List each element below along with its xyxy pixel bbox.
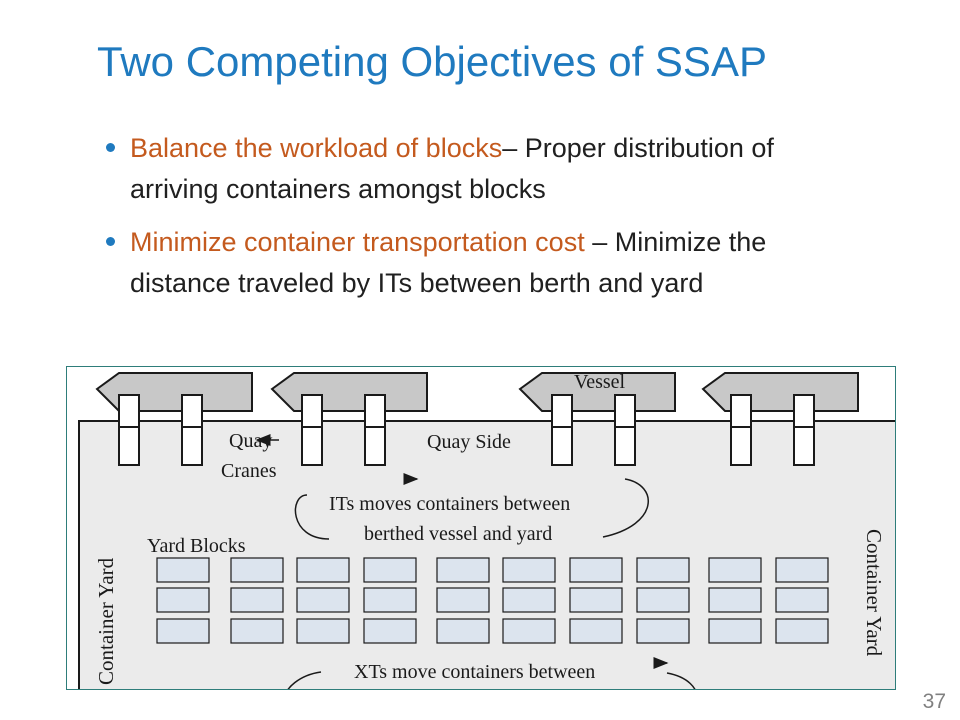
bullet-text: – Proper distribution of arriving contai… [130,133,774,204]
quay-crane [551,394,573,466]
yard-block [636,557,690,583]
yard-block [502,587,556,613]
container-yard-label-right: Container Yard [862,529,886,657]
vessels-group [95,372,859,466]
yard-block [363,587,417,613]
yard-block [775,587,829,613]
quay-label: Quay [229,430,272,452]
yard-block [636,587,690,613]
yard-block [569,557,623,583]
bullet-emphasis: Balance the workload of blocks [130,133,503,163]
container-yard-label-left: Container Yard [94,557,118,685]
yard-block [296,587,350,613]
yard-block [230,557,284,583]
terminal-layout-figure: Vessel Quay Cranes Quay Side ITs moves c… [66,366,896,690]
bullet-balance-workload: Balance the workload of blocks– Proper d… [100,128,860,210]
yard-block [436,618,490,644]
vessel-label: Vessel [574,371,626,393]
quay-crane [614,394,636,466]
yard-block [363,618,417,644]
yard-block [502,557,556,583]
yard-block [775,557,829,583]
quay-crane [118,394,140,466]
vessel-hull [270,372,428,412]
yard-block [436,587,490,613]
vessel-hull [701,372,859,412]
quay-crane [301,394,323,466]
yard-block [156,557,210,583]
xts-arrow-left [287,671,322,689]
yard-block [156,618,210,644]
yard-block [636,618,690,644]
page-number: 37 [922,690,946,713]
yard-block [708,587,762,613]
yard-block [708,618,762,644]
yard-block [775,618,829,644]
yard-block [230,618,284,644]
quay-crane [181,394,203,466]
its-label-line1: ITs moves containers between [329,493,570,515]
yard-block [708,557,762,583]
quay-side-label: Quay Side [427,431,511,453]
xts-arrow-right [666,672,696,689]
container-yard-area [78,420,895,689]
yard-block [363,557,417,583]
bullet-list: Balance the workload of blocks– Proper d… [100,128,860,316]
terminal-diagram: Vessel Quay Cranes Quay Side ITs moves c… [78,371,895,689]
xts-label: XTs move containers between [354,661,595,683]
bullet-minimize-cost: Minimize container transportation cost –… [100,222,860,304]
bullet-emphasis: Minimize container transportation cost [130,227,585,257]
slide-title: Two Competing Objectives of SSAP [97,38,767,85]
yard-block [296,557,350,583]
yard-block [569,618,623,644]
its-label-line2: berthed vessel and yard [364,523,552,545]
quay-crane [793,394,815,466]
yard-block [230,587,284,613]
bullet-dot-icon [106,143,115,152]
quay-crane [364,394,386,466]
quay-crane [730,394,752,466]
yard-block [502,618,556,644]
yard-block [156,587,210,613]
bullet-text: – Minimize the distance traveled by ITs … [130,227,767,298]
yard-blocks-label: Yard Blocks [147,535,246,557]
yard-blocks-group [156,557,829,644]
yard-block [569,587,623,613]
its-cycle-arrow-left [294,494,330,540]
yard-block [436,557,490,583]
its-cycle-arrow-right [602,478,649,538]
bullet-dot-icon [106,237,115,246]
yard-block [296,618,350,644]
cranes-label: Cranes [221,460,277,482]
